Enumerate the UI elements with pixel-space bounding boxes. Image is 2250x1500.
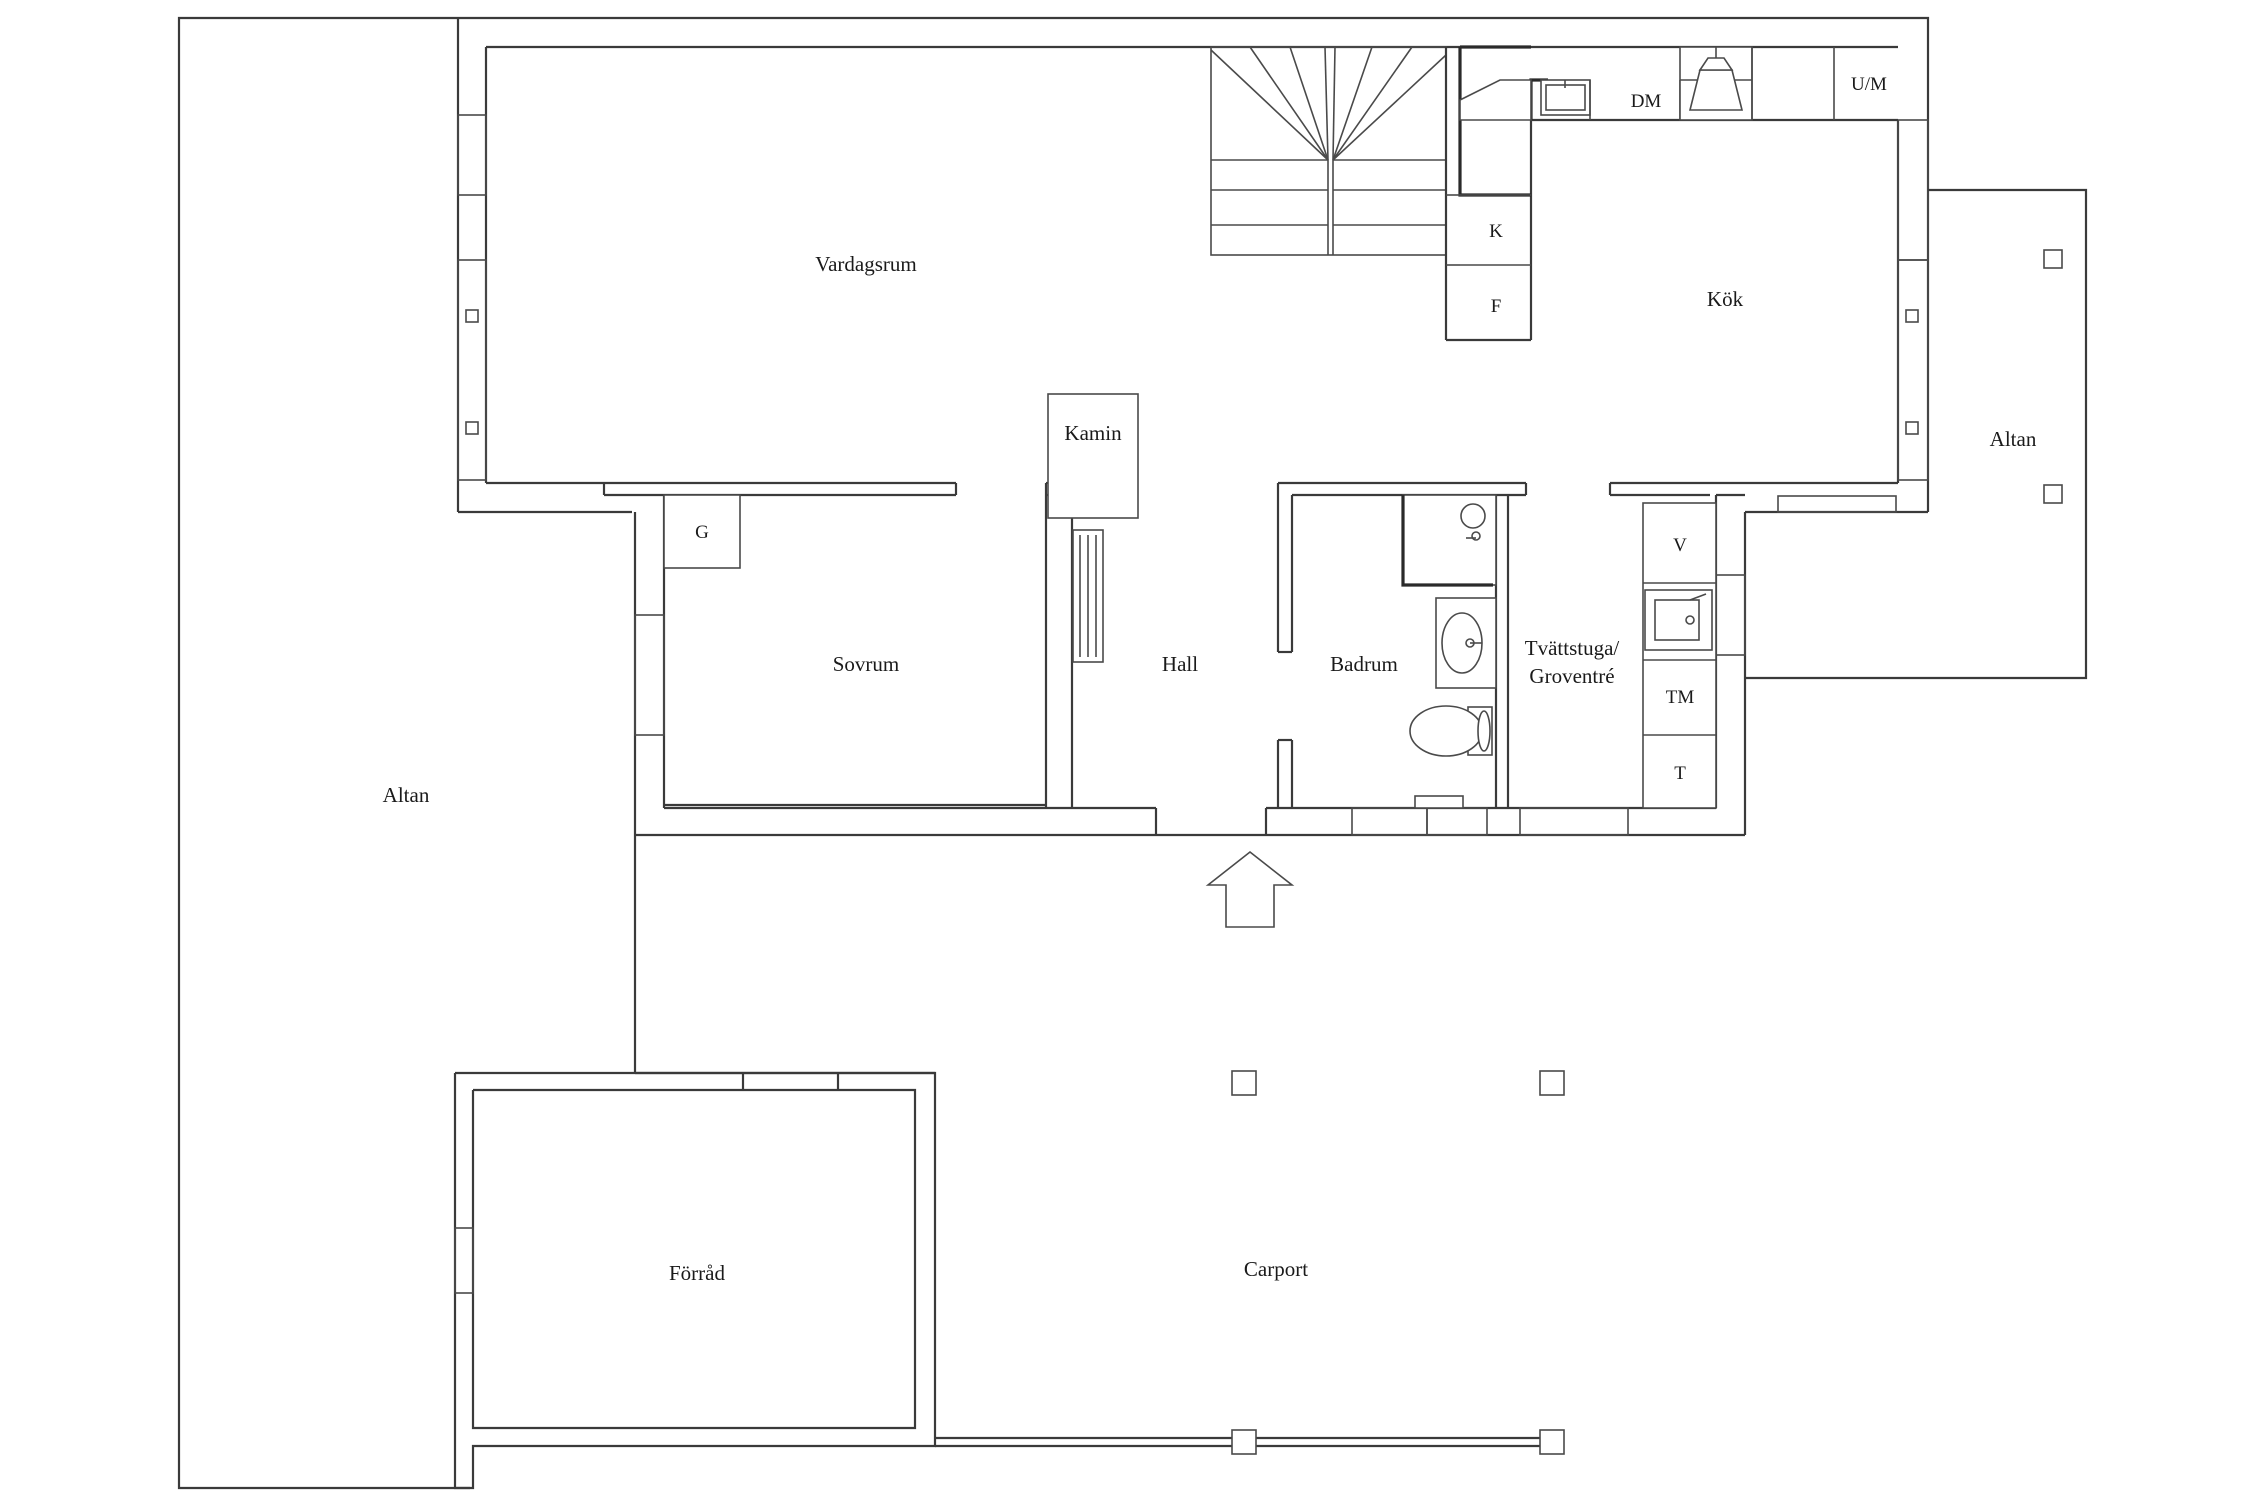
label-washing-machine: TM: [1666, 687, 1695, 708]
bathroom-fixtures: [1401, 494, 1497, 809]
label-altan-left: Altan: [383, 783, 430, 807]
fireplace: [1047, 393, 1139, 519]
label-hall: Hall: [1162, 652, 1198, 676]
label-kok: Kök: [1707, 287, 1744, 311]
storage-shed: [453, 1071, 937, 1490]
label-wardrobe: G: [695, 522, 709, 543]
label-dryer: T: [1674, 763, 1686, 784]
label-groventre: Groventré: [1529, 664, 1614, 688]
radiator: [1072, 529, 1104, 663]
laundry-fixtures: [1642, 502, 1717, 809]
label-kamin: Kamin: [1064, 421, 1122, 445]
label-vardagsrum: Vardagsrum: [815, 252, 916, 276]
kitchen-cabinets: [1444, 45, 1898, 342]
label-badrum: Badrum: [1330, 652, 1398, 676]
deck-right: [1745, 188, 2088, 680]
wardrobe: [663, 494, 741, 569]
staircase: [1210, 46, 1447, 256]
label-water-heater: V: [1673, 535, 1687, 556]
label-altan-right: Altan: [1990, 427, 2037, 451]
label-fridge: K: [1489, 221, 1503, 242]
label-tvattstuga: Tvättstuga/: [1525, 636, 1620, 660]
label-freezer: F: [1491, 296, 1502, 317]
interior-walls: [664, 481, 1528, 808]
carport-outline: [635, 1070, 1565, 1455]
label-carport: Carport: [1244, 1257, 1308, 1281]
entrance-arrow: [1205, 850, 1295, 928]
label-oven-microwave: U/M: [1851, 74, 1887, 95]
label-sovrum: Sovrum: [833, 652, 900, 676]
label-dishwasher: DM: [1631, 91, 1662, 112]
label-forrad: Förråd: [669, 1261, 725, 1285]
